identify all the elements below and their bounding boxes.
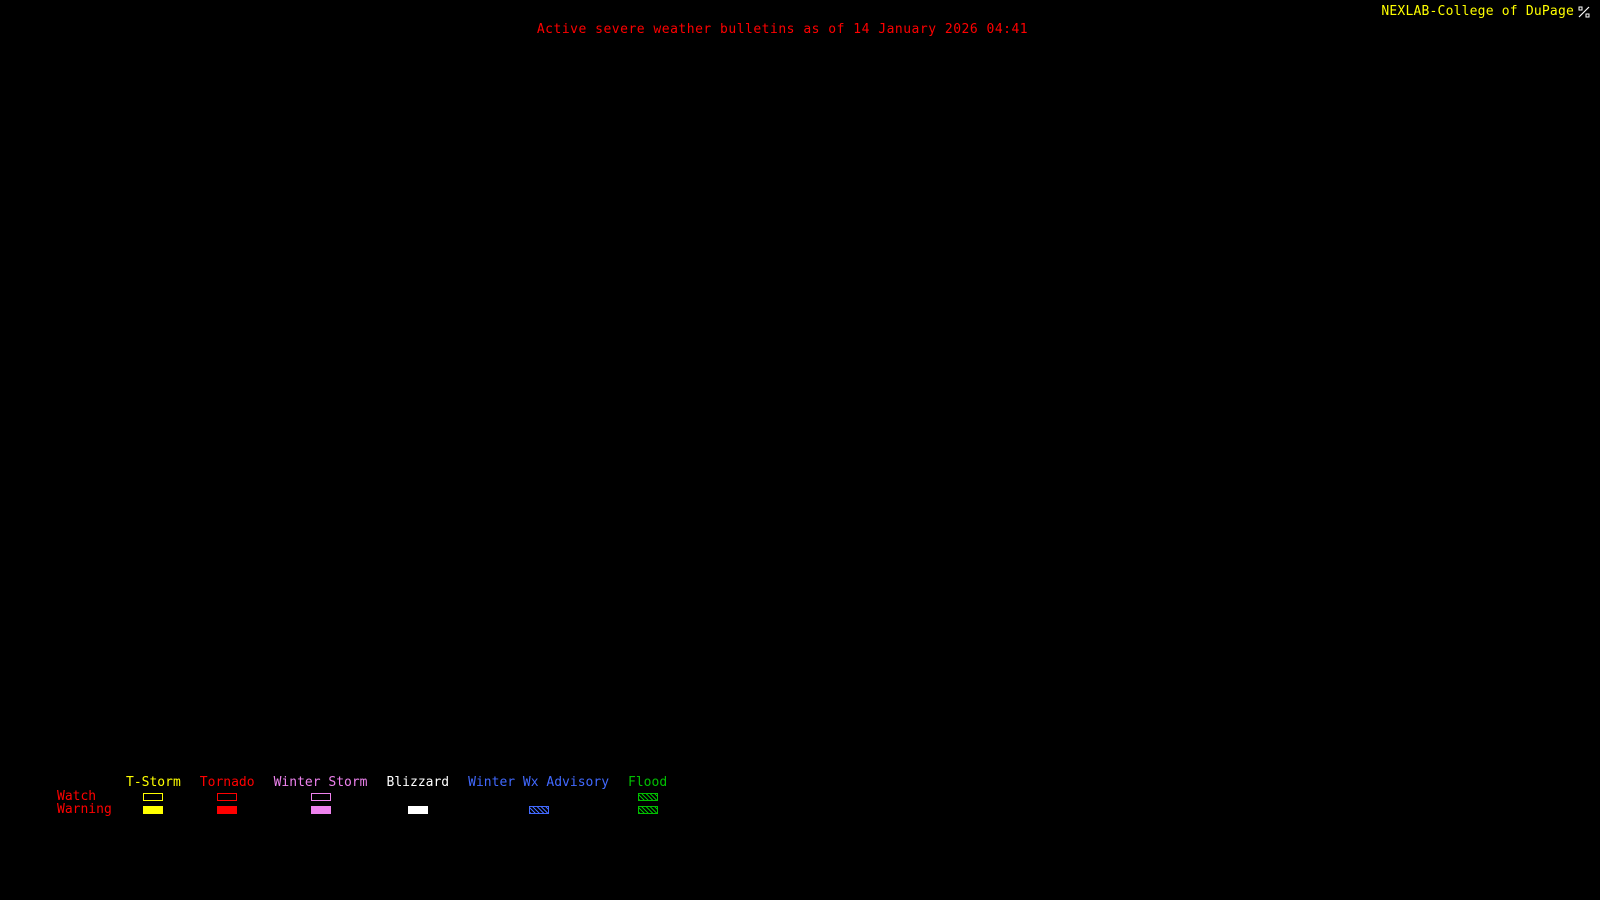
brand: NEXLAB-College of DuPage (1381, 4, 1590, 19)
blizzard-warning-cell (407, 803, 428, 816)
winter-wx-advisory-warning-cell (528, 803, 549, 816)
legend-column-t-storm: T-Storm (126, 776, 181, 816)
legend-column-tornado: Tornado (200, 776, 255, 816)
winter-wx-advisory-warning-swatch (528, 805, 549, 814)
flood-warning-cell (637, 803, 658, 816)
tornado-watch-swatch (217, 792, 238, 801)
legend-column-label: Winter Wx Advisory (468, 775, 610, 790)
legend-column-flood: Flood (628, 776, 667, 816)
legend-column-winter-storm: Winter Storm (274, 776, 368, 816)
page-title: Active severe weather bulletins as of 14… (536, 22, 1029, 37)
legend-warning-label: Warning (57, 802, 112, 817)
legend-column-label: Tornado (199, 775, 255, 790)
tornado-warning-swatch (217, 805, 238, 814)
legend-watch-label: Watch (57, 789, 97, 804)
winter-storm-warning-cell (310, 803, 331, 816)
flood-watch-swatch (637, 792, 658, 801)
blizzard-warning-swatch (407, 805, 428, 814)
legend-column-blizzard: Blizzard (386, 775, 450, 816)
t-storm-warning-swatch (143, 805, 164, 814)
legend-row-labels: Watch Warning (57, 790, 112, 816)
winter-storm-warning-swatch (310, 805, 331, 814)
tornado-watch-cell (217, 790, 238, 803)
legend-column-winter-wx-advisory: Winter Wx Advisory (468, 776, 609, 816)
t-storm-watch-swatch (143, 792, 164, 801)
t-storm-watch-cell (143, 790, 164, 803)
legend-column-label: T-Storm (126, 775, 181, 790)
legend-column-label: Blizzard (386, 775, 450, 790)
brand-label: NEXLAB-College of DuPage (1381, 4, 1574, 19)
legend-columns: T-Storm Tornado Winter Storm Blizzard Winter… (126, 776, 667, 816)
legend-column-label: Winter Storm (273, 775, 368, 790)
legend-column-label: Flood (628, 775, 668, 790)
tornado-warning-cell (217, 803, 238, 816)
flood-watch-cell (637, 790, 658, 803)
winter-storm-watch-swatch (310, 792, 331, 801)
t-storm-warning-cell (143, 803, 164, 816)
legend: Watch Warning T-Storm Tornado Winter Storm… (0, 776, 1600, 822)
cod-logo-icon (1578, 6, 1590, 18)
flood-warning-swatch (637, 805, 658, 814)
winter-storm-watch-cell (310, 790, 331, 803)
